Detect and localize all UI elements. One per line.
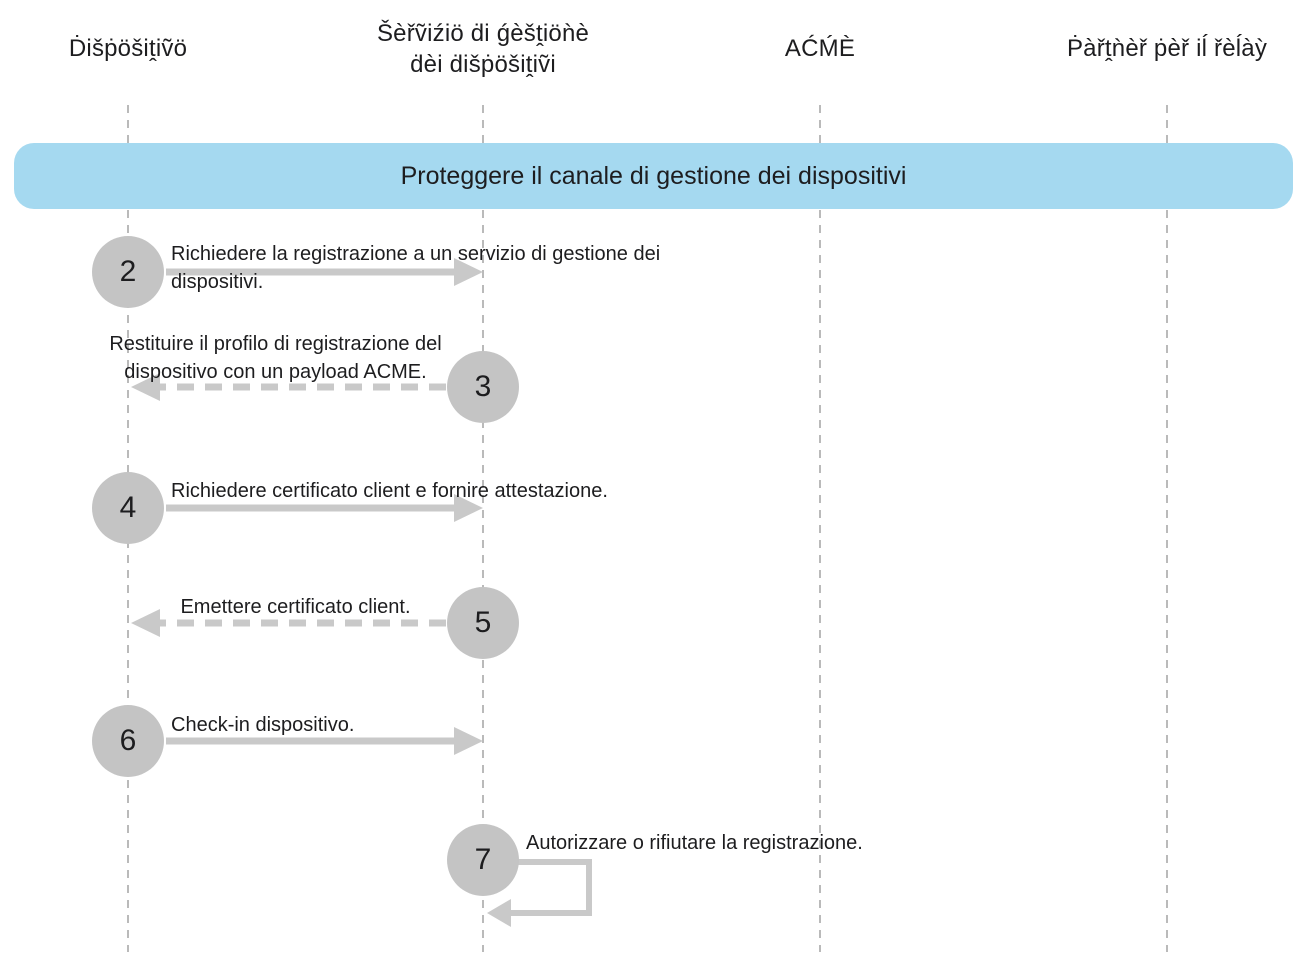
arrow-step-4 (166, 494, 483, 522)
actor-mdm-service-label-line1: Šèřṽiźiö ḋi ǵèšṱiöǹè (376, 20, 590, 47)
step-7-label: Autorizzare o rifiutare la registrazione… (526, 832, 863, 854)
actor-acme-label: AĆḾÈ (784, 35, 856, 62)
step-5-badge: 5 (447, 587, 519, 659)
phase-banner: Proteggere il canale di gestione dei dis… (14, 143, 1293, 209)
step-2-label: Richiedere la registrazione a un servizi… (171, 243, 661, 293)
step-7-number: 7 (474, 843, 492, 876)
actor-device-label: Ḋišṗöšiṱiṽö (68, 35, 188, 62)
actor-mdm-service: Šèřṽiźiö ḋi ǵèšṱiöǹè ḋèi ḋišṗöšiṱiṽi (343, 18, 623, 80)
step-3-label: Restituire il profilo di registrazione d… (109, 333, 442, 383)
arrow-step-6 (166, 727, 483, 755)
step-5-label: Emettere certificato client. (180, 596, 411, 618)
actor-device: Ḋišṗöšiṱiṽö (8, 33, 248, 64)
actor-mdm-service-label-line2: ḋèi ḋišṗöšiṱiṽi (410, 51, 556, 78)
step-5-number: 5 (474, 606, 492, 639)
actor-acme: AĆḾÈ (720, 33, 920, 64)
step-3-badge: 3 (447, 351, 519, 423)
step-4-number: 4 (119, 491, 137, 524)
phase-banner-label: Proteggere il canale di gestione dei dis… (400, 161, 907, 190)
step-4-badge: 4 (92, 472, 164, 544)
arrow-step-5 (131, 609, 446, 637)
step-2-number: 2 (119, 255, 137, 288)
arrow-step-7-self-loop (487, 859, 592, 927)
step-7-badge: 7 (447, 824, 519, 896)
step-6-number: 6 (119, 724, 137, 757)
arrow-step-3 (131, 373, 446, 401)
actor-relay-partner-label: Ṗàřṱǹèř ṗèř iĺ řèĺàỳ (1066, 35, 1268, 62)
step-6-badge: 6 (92, 705, 164, 777)
actor-relay-partner: Ṗàřṱǹèř ṗèř iĺ řèĺàỳ (1017, 33, 1303, 64)
step-6-label: Check-in dispositivo. (171, 714, 355, 736)
step-3-number: 3 (474, 370, 492, 403)
step-4-label: Richiedere certificato client e fornire … (171, 480, 608, 502)
step-2-badge: 2 (92, 236, 164, 308)
arrow-step-2 (166, 258, 483, 286)
